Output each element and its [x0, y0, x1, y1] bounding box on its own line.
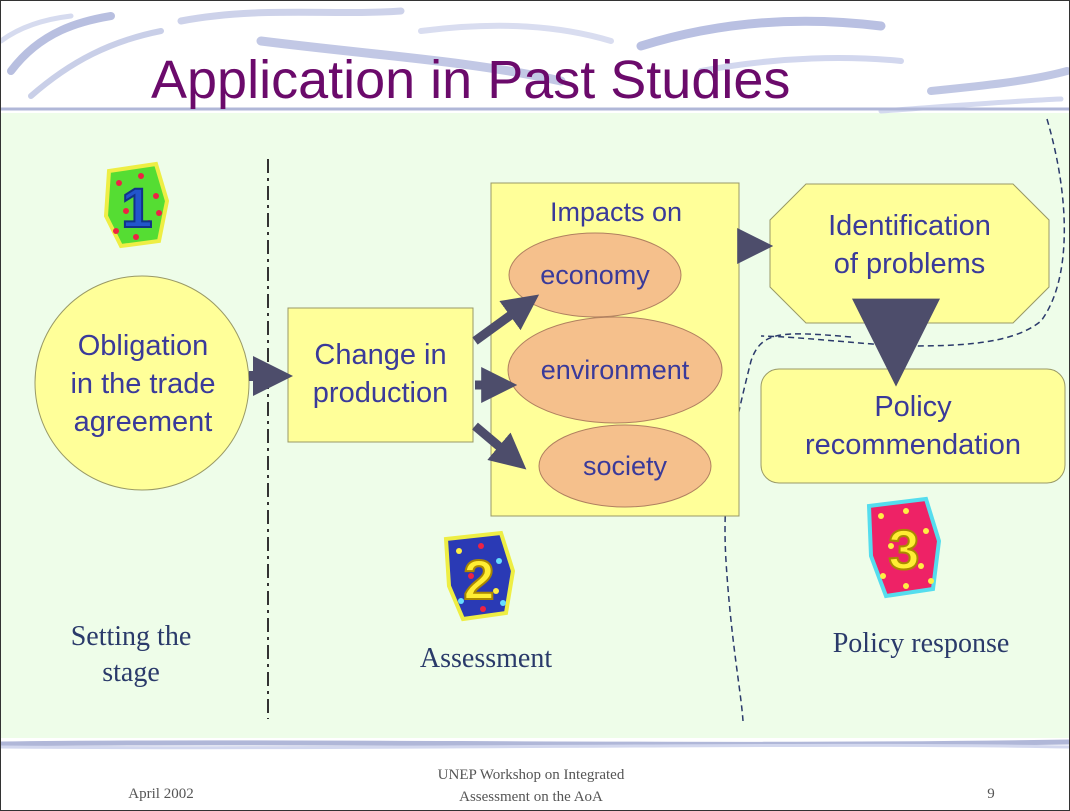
footer-date: April 2002	[128, 786, 194, 802]
change-in-production-box	[287, 307, 474, 443]
identification-label: Identification of problems	[770, 207, 1049, 283]
stage-label-assessment: Assessment	[419, 643, 553, 674]
footer-workshop: UNEP Workshop on Integrated Assessment o…	[361, 764, 701, 808]
footer-band	[1, 738, 1069, 810]
footer-rule	[1, 739, 1069, 750]
badge-1-background	[103, 161, 170, 249]
economy-ellipse	[508, 232, 682, 318]
footer-workshop-line-1: UNEP Workshop on Integrated	[437, 767, 625, 783]
arrow-change-to-economy	[472, 294, 540, 345]
obligation-circle	[34, 275, 250, 491]
stage-badge-2: 2	[462, 547, 495, 612]
change-in-production-label: Change in production	[288, 336, 473, 412]
identification-line-1: Identification	[828, 210, 991, 242]
stage-label-policy-response: Policy response	[832, 628, 1010, 659]
footer-workshop-line-2: Assessment on the AoA	[459, 789, 603, 805]
badge-3-background	[866, 496, 942, 599]
obligation-label: Obligation in the trade agreement	[45, 327, 241, 441]
stage-badge-3: 3	[887, 517, 920, 582]
obligation-line-2: in the trade	[70, 368, 216, 400]
arrow-change-to-society	[472, 422, 527, 470]
impact-society-label: society	[582, 451, 668, 481]
obligation-line-3: agreement	[73, 406, 213, 438]
policy-line-2: recommendation	[805, 429, 1021, 461]
setting-line-2: stage	[102, 657, 160, 688]
impact-economy-label: economy	[540, 260, 650, 290]
change-line-2: production	[312, 377, 449, 409]
decorative-brush-strokes	[1, 7, 1069, 114]
obligation-line-1: Obligation	[77, 330, 209, 362]
impact-environment-label: environment	[540, 355, 690, 385]
stage-badge-1: 1	[120, 175, 153, 240]
stage-label-setting: Setting the stage	[21, 619, 241, 691]
footer-page-number: 9	[987, 786, 995, 802]
flow-diagram	[34, 118, 1066, 722]
policy-line-1: Policy	[874, 391, 952, 423]
identification-line-2: of problems	[833, 248, 986, 280]
policy-recommendation-label: Policy recommendation	[761, 388, 1065, 464]
society-ellipse	[538, 424, 712, 508]
impacts-heading: Impacts on	[549, 197, 683, 227]
badge-2-background	[443, 530, 516, 622]
change-line-1: Change in	[314, 339, 447, 371]
setting-line-1: Setting the	[70, 621, 192, 652]
slide-title: Application in Past Studies	[151, 50, 791, 110]
